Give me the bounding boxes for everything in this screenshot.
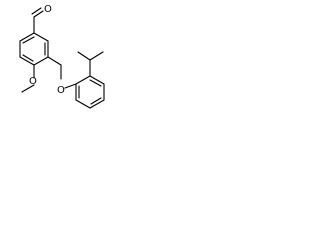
ring-double-bond: [90, 97, 102, 105]
ring-bond: [19, 56, 35, 66]
aldehyde-oxygen-label: O: [44, 4, 52, 15]
methoxy-oxygen-label: O: [29, 76, 37, 87]
benzylic-bond: [47, 56, 62, 66]
ring-bond: [33, 32, 49, 42]
isopropyl-group: [77, 51, 104, 77]
ether-aryl-bond: [64, 83, 77, 89]
aldehyde-group: O: [31, 4, 52, 34]
methoxy-group: O: [21, 64, 37, 93]
methoxy-methyl-bond: [21, 84, 35, 93]
ether-linkage: O: [47, 56, 77, 96]
ring-bond: [75, 75, 91, 85]
isopropylphenyl-ring: [75, 75, 105, 109]
chemical-structure: O O O: [19, 4, 105, 109]
ring-bond: [75, 99, 91, 109]
ring-bond: [33, 56, 49, 66]
ring-double-bond: [89, 79, 102, 87]
ring-bond: [89, 75, 105, 85]
ring-double-bond: [22, 54, 34, 62]
isopropyl-methyl-bond: [77, 51, 91, 61]
ether-oxygen-label: O: [57, 85, 65, 96]
ring-bond: [19, 32, 35, 42]
ring-bond: [89, 99, 105, 109]
isopropyl-methyl-bond: [89, 51, 104, 61]
aldehyde-double-bond: [33, 10, 44, 18]
ring-double-bond: [22, 36, 35, 44]
aldehyde-double-bond: [31, 7, 42, 15]
benzaldehyde-ring: [19, 32, 49, 66]
molecule-structure-diagram: O O O: [0, 0, 112, 135]
